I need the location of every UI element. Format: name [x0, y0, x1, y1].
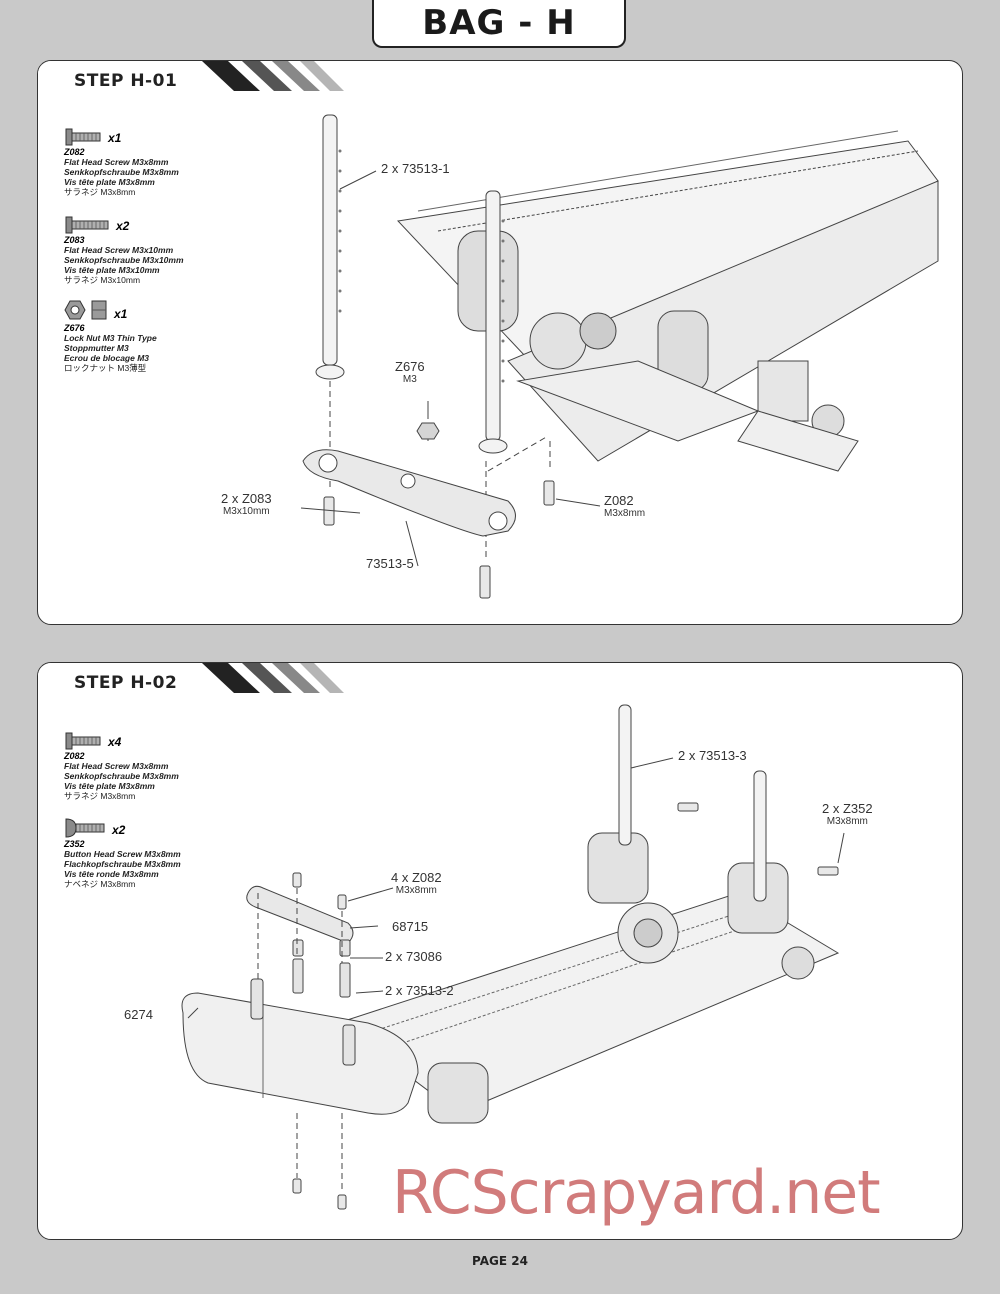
part-code: Z082 [64, 751, 85, 761]
part-desc-jp: サラネジ M3x8mm [64, 187, 136, 197]
callout-68715: 68715 [392, 919, 429, 934]
callout-6274: 6274 [124, 1007, 153, 1022]
callout-z352: 2 x Z352 M3x8mm [822, 801, 873, 827]
part-desc-de: Senkkopfschraube M3x10mm [64, 255, 184, 265]
part-desc-en: Lock Nut M3 Thin Type [64, 333, 157, 343]
callout-73086: 2 x 73086 [385, 949, 443, 964]
part-qty: x2 [116, 219, 130, 233]
callout-z352-size: M3x8mm [826, 816, 868, 827]
part-desc-jp: サラネジ M3x8mm [64, 791, 136, 801]
part-desc-jp: サラネジ M3x10mm [64, 275, 141, 285]
page-number: PAGE 24 [472, 1254, 528, 1268]
part-desc-de: Stoppmutter M3 [64, 343, 129, 353]
flat-head-screw-icon [65, 128, 101, 146]
callout-z676-size: M3 [402, 374, 417, 385]
callout-z083-size: M3x10mm [222, 506, 270, 517]
part-desc-jp: ナベネジ M3x8mm [64, 879, 136, 889]
flat-head-screw-icon [65, 216, 109, 234]
callout-z082-size: M3x8mm [604, 508, 646, 519]
callout-z082-code: Z082 [604, 493, 634, 508]
callout-z082-code: 4 x Z082 [391, 870, 442, 885]
callout-73513-3: 2 x 73513-3 [678, 748, 747, 763]
bag-title: BAG - H [422, 3, 576, 43]
part-z082: x1 Z082 Flat Head Screw M3x8mm Senkkopfs… [64, 117, 234, 197]
callout-z082-size: M3x8mm [395, 885, 437, 896]
step-h02-assembly-drawing [181, 704, 845, 1210]
lock-nut-icon [64, 300, 107, 320]
callout-z676: Z676 M3 [395, 359, 425, 385]
part-z676: x1 Z676 Lock Nut M3 Thin Type Stoppmutte… [64, 293, 234, 373]
button-head-screw-icon [65, 818, 105, 838]
part-qty: x1 [108, 131, 122, 145]
part-desc-fr: Ecrou de blocage M3 [64, 353, 150, 363]
callout-73513-1: 2 x 73513-1 [381, 161, 450, 176]
step-h01-title: STEP H-01 [74, 71, 178, 91]
part-qty: x4 [108, 735, 122, 749]
part-desc-fr: Vis tête plate M3x10mm [64, 265, 160, 275]
part-desc-en: Flat Head Screw M3x8mm [64, 157, 169, 167]
part-desc-de: Senkkopfschraube M3x8mm [64, 167, 179, 177]
part-desc-en: Button Head Screw M3x8mm [64, 849, 181, 859]
part-desc-en: Flat Head Screw M3x8mm [64, 761, 169, 771]
watermark: RCScrapyard.net [392, 1158, 881, 1228]
callout-73513-5: 73513-5 [366, 556, 414, 571]
part-qty: x2 [112, 823, 126, 837]
part-code: Z676 [64, 323, 85, 333]
callout-z083: 2 x Z083 M3x10mm [221, 491, 272, 517]
part-desc-de: Flachkopfschraube M3x8mm [64, 859, 181, 869]
step-h02-parts-list: x4 Z082 Flat Head Screw M3x8mm Senkkopfs… [64, 721, 234, 897]
callout-z082: Z082 M3x8mm [604, 493, 645, 519]
callout-z352-code: 2 x Z352 [822, 801, 873, 816]
callout-73513-2: 2 x 73513-2 [385, 983, 454, 998]
part-desc-de: Senkkopfschraube M3x8mm [64, 771, 179, 781]
callout-z082: 4 x Z082 M3x8mm [391, 870, 442, 896]
step-tab-decoration [38, 663, 344, 693]
flat-head-screw-icon [65, 732, 101, 750]
part-desc-fr: Vis tête plate M3x8mm [64, 781, 155, 791]
part-desc-fr: Vis tête plate M3x8mm [64, 177, 155, 187]
part-desc-en: Flat Head Screw M3x10mm [64, 245, 174, 255]
part-qty: x1 [114, 307, 128, 321]
step-h01-panel: STEP H-01 x1 Z082 Flat Head Screw M3x8mm… [37, 60, 963, 625]
bag-title-tab: BAG - H [372, 0, 626, 48]
part-z083: x2 Z083 Flat Head Screw M3x10mm Senkkopf… [64, 205, 234, 285]
callout-z676-code: Z676 [395, 359, 425, 374]
part-code: Z082 [64, 147, 85, 157]
part-code: Z083 [64, 235, 85, 245]
part-code: Z352 [64, 839, 85, 849]
step-h01-parts-list: x1 Z082 Flat Head Screw M3x8mm Senkkopfs… [64, 117, 234, 381]
step-h02-title: STEP H-02 [74, 673, 178, 693]
step-tab-decoration [38, 61, 344, 91]
step-h02-panel: STEP H-02 x4 Z082 Flat Head Screw M3x8mm… [37, 662, 963, 1240]
part-desc-jp: ロックナット M3薄型 [64, 363, 147, 373]
step-h01-assembly-drawing [300, 114, 939, 599]
part-z352: x2 Z352 Button Head Screw M3x8mm Flachko… [64, 809, 234, 889]
part-z082: x4 Z082 Flat Head Screw M3x8mm Senkkopfs… [64, 721, 234, 801]
callout-z083-code: 2 x Z083 [221, 491, 272, 506]
part-desc-fr: Vis tête ronde M3x8mm [64, 869, 159, 879]
